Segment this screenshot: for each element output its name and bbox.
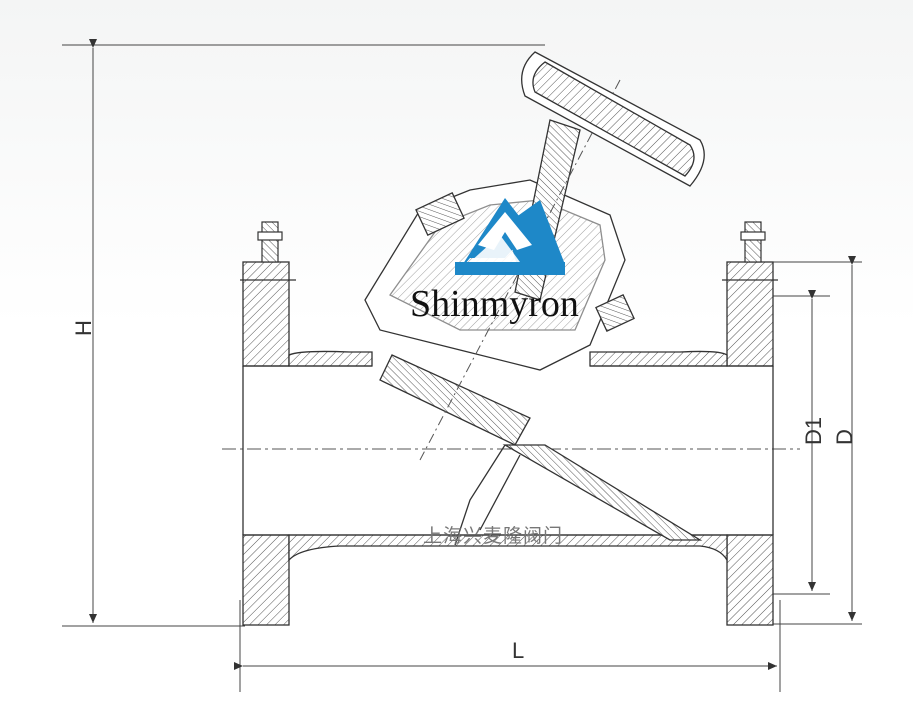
length-label: L bbox=[512, 638, 524, 663]
flange-bolts bbox=[240, 221, 778, 281]
flange-label: D bbox=[832, 429, 857, 445]
company-chinese-name: 上海兴麦隆阀门 bbox=[423, 525, 563, 547]
logo-right-peak bbox=[505, 200, 564, 275]
right-flange-top bbox=[726, 261, 774, 367]
height-label: H bbox=[71, 320, 96, 336]
brand-name: Shinmyron bbox=[410, 283, 579, 325]
valve-disc bbox=[379, 354, 531, 446]
valve-body bbox=[242, 261, 774, 626]
right-flange-bottom bbox=[726, 534, 774, 626]
left-flange-top bbox=[242, 261, 290, 367]
brand-logo bbox=[455, 198, 565, 275]
bore-label: D1 bbox=[801, 417, 826, 445]
left-flange-bottom bbox=[242, 534, 290, 626]
dimension-lines bbox=[62, 39, 862, 692]
